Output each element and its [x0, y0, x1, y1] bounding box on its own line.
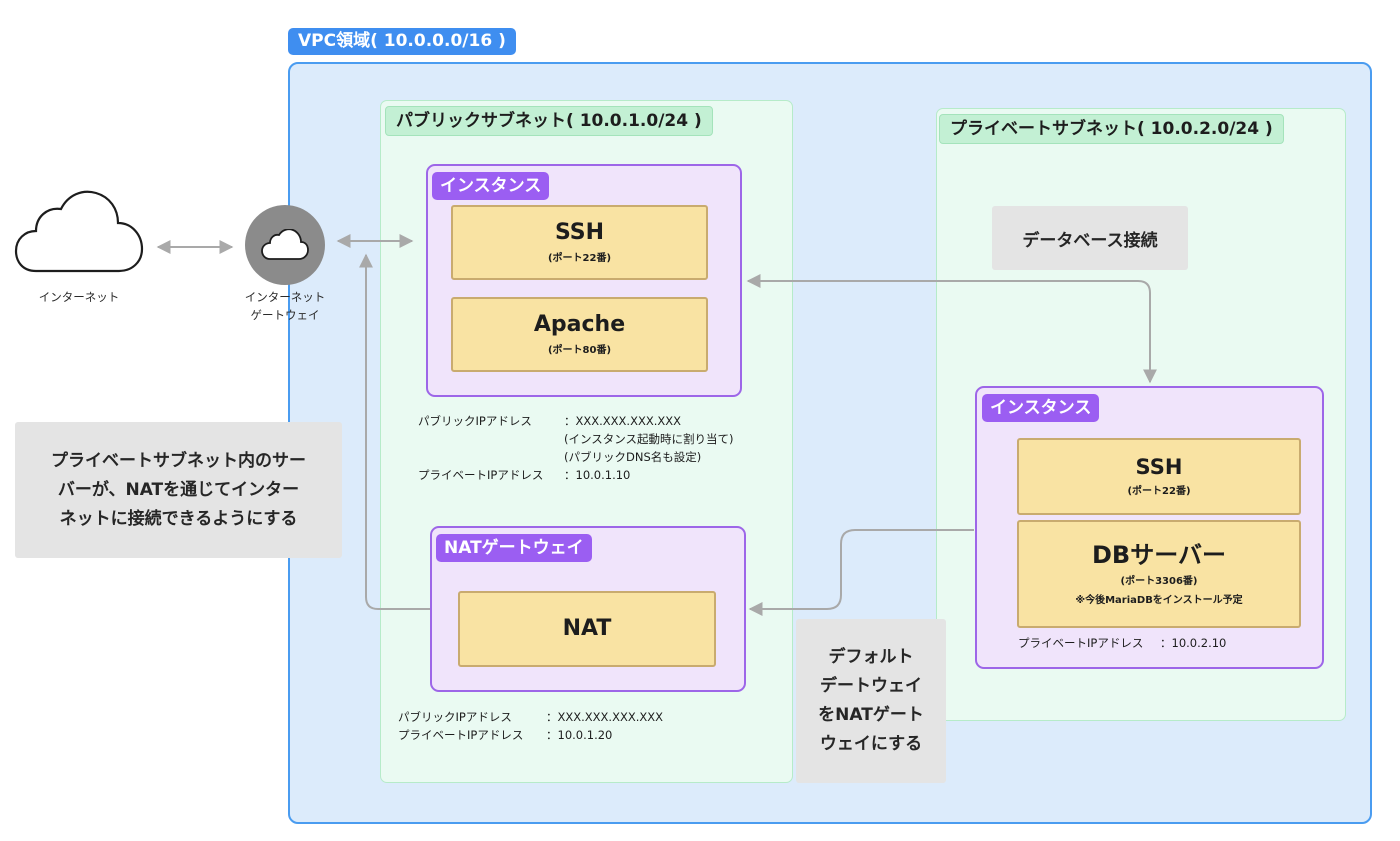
vpc-label: VPC領域( 10.0.0.0/16 ) [288, 28, 516, 55]
public-instance-label: インスタンス [432, 172, 550, 200]
nat-gateway-info: パブリックIPアドレス：XXX.XXX.XXX.XXX プライベートIPアドレス… [398, 710, 664, 742]
internet-cloud-icon [14, 187, 144, 277]
private-subnet-label: プライベートサブネット( 10.0.2.0/24 ) [939, 114, 1284, 144]
nat-gateway-label: NATゲートウェイ [436, 534, 592, 562]
private-instance-info: プライベートIPアドレス：10.0.2.10 [1018, 636, 1227, 650]
private-ssh-box: SSH (ポート22番) [1017, 438, 1301, 515]
internet-gateway-icon [245, 205, 325, 285]
cloud-icon [261, 229, 309, 260]
private-instance-label: インスタンス [982, 394, 1100, 422]
internet-caption: インターネット [38, 290, 120, 304]
public-subnet-label: パブリックサブネット( 10.0.1.0/24 ) [385, 106, 713, 136]
apache-box: Apache (ポート80番) [451, 297, 708, 372]
private-to-nat-arrow [748, 529, 974, 616]
db-connection-note: データベース接続 [992, 206, 1188, 270]
default-gateway-note: デフォルト デートウェイ をNATゲート ウェイにする [796, 619, 946, 783]
nat-purpose-note: プライベートサブネット内のサー バーが、NATを通じてインター ネットに接続でき… [15, 422, 342, 558]
db-connection-arrow [746, 274, 1157, 384]
nat-gateway-route-arrow [359, 253, 430, 610]
public-ssh-box: SSH (ポート22番) [451, 205, 708, 280]
nat-box: NAT [458, 591, 716, 667]
gateway-caption: インターネット ゲートウェイ [244, 290, 326, 322]
db-server-box: DBサーバー (ポート3306番) ※今後MariaDBをインストール予定 [1017, 520, 1301, 628]
public-instance-info: パブリックIPアドレス：XXX.XXX.XXX.XXX (インスタンス起動時に割… [418, 414, 734, 482]
